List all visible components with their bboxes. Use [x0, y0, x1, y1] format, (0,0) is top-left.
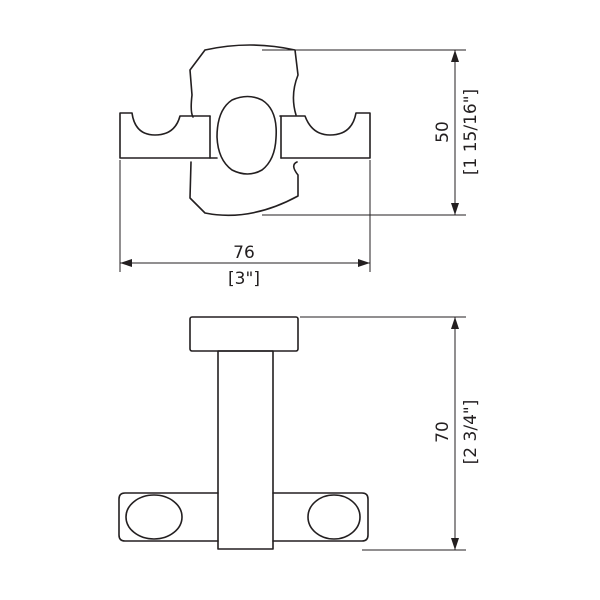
side-view-stem: [217, 350, 274, 550]
front-view-center-hub: [216, 95, 278, 175]
side-view-left-hook-end: [125, 494, 183, 540]
side-view-wall-flange: [189, 316, 299, 352]
dimension-label-metric: 70: [433, 421, 453, 443]
side-view-height-dimension: 70 [2 3/4"]: [300, 316, 481, 551]
front-view-width-dimension: 76 [3"]: [119, 160, 371, 289]
dimension-label-metric: 76: [233, 243, 255, 263]
dimension-label-imperial: [2 3/4"]: [461, 400, 481, 465]
arrowhead-right: [358, 259, 370, 267]
front-view-height-dimension: 50 [1 15/16"]: [262, 49, 481, 216]
dimension-label-imperial: [1 15/16"]: [461, 89, 481, 175]
arrowhead-left: [120, 259, 132, 267]
arrowhead-top: [451, 317, 459, 329]
arrowhead-bottom: [451, 203, 459, 215]
front-view-right-hook: [279, 112, 371, 159]
front-view: 76 [3"] 50 [1 15/16"]: [119, 44, 481, 289]
arrowhead-bottom: [451, 538, 459, 550]
front-view-left-hook: [119, 112, 218, 159]
arrowhead-top: [451, 50, 459, 62]
side-view-right-hook-end: [307, 494, 361, 540]
dimension-label-metric: 50: [433, 121, 453, 143]
side-view-hook-bar: [118, 492, 369, 542]
dimension-label-imperial: [3"]: [228, 269, 260, 289]
side-view: 70 [2 3/4"]: [118, 316, 481, 551]
